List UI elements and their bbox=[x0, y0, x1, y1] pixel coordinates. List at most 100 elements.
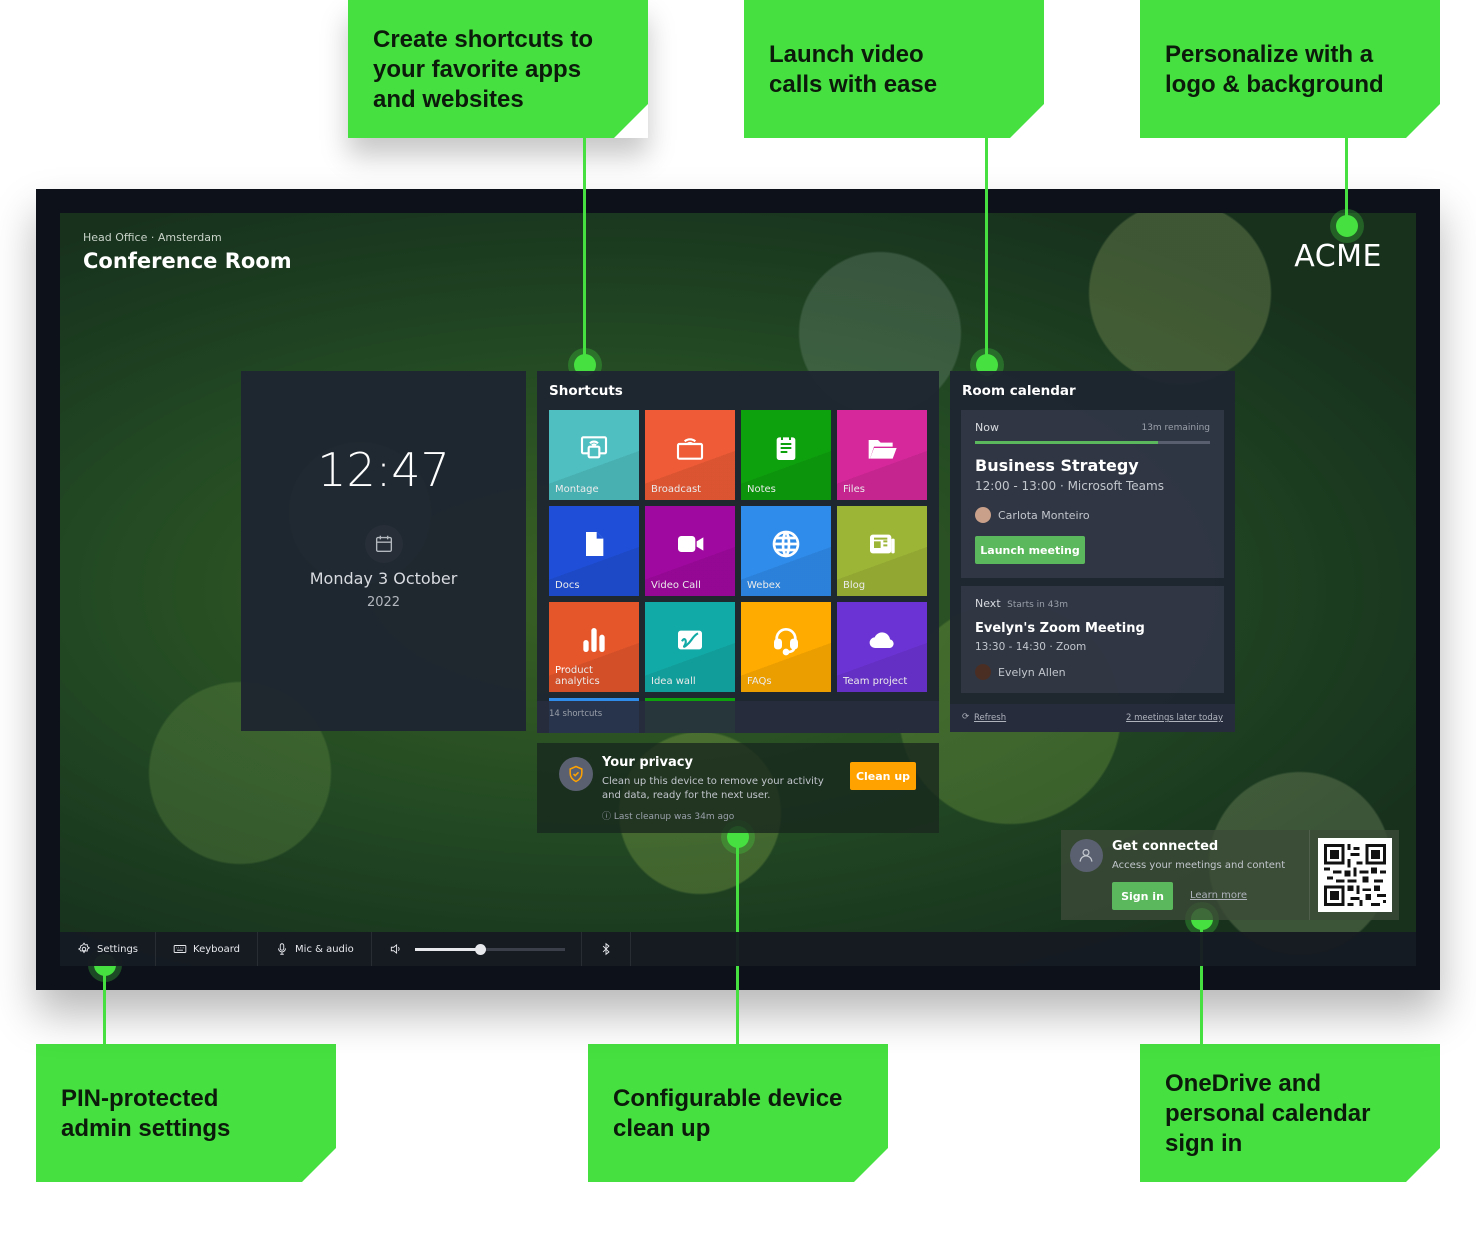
volume-slider-thumb[interactable] bbox=[474, 943, 486, 955]
tile-label: Team project bbox=[843, 676, 908, 687]
tile-label: Notes bbox=[747, 484, 776, 495]
launch-meeting-button[interactable]: Launch meeting bbox=[975, 536, 1085, 564]
room-title: Conference Room bbox=[83, 249, 292, 273]
tile-label: Files bbox=[843, 484, 865, 495]
sign-in-button[interactable]: Sign in bbox=[1112, 882, 1173, 910]
document-icon bbox=[586, 532, 604, 556]
clock-date: Monday 3 October bbox=[309, 569, 458, 588]
callout-dot bbox=[574, 354, 596, 376]
tile-label: Product analytics bbox=[555, 665, 600, 687]
shortcut-tile-notes[interactable]: Notes bbox=[741, 410, 831, 500]
brand-logo: ACME bbox=[1294, 239, 1382, 274]
connect-description: Access your meetings and content bbox=[1112, 860, 1286, 871]
settings-label: Settings bbox=[97, 943, 139, 955]
user-icon bbox=[1070, 839, 1103, 872]
broadcast-icon bbox=[676, 438, 704, 460]
notes-icon bbox=[776, 434, 796, 460]
meeting-time-platform: 12:00 - 13:00 · Microsoft Teams bbox=[975, 479, 1164, 493]
organizer: Carlota Monteiro bbox=[975, 507, 1090, 523]
keyboard-icon bbox=[173, 945, 187, 953]
tile-label: Blog bbox=[843, 580, 866, 591]
meeting-progress-bar bbox=[975, 441, 1210, 444]
tile-label: FAQs bbox=[747, 676, 772, 687]
callout-text: Personalize with a logo & background bbox=[1165, 41, 1384, 98]
info-icon: ⓘ bbox=[602, 812, 612, 822]
shortcut-tile-blog[interactable]: Blog bbox=[837, 506, 927, 596]
tile-label: Video Call bbox=[651, 580, 701, 591]
organizer-name: Carlota Monteiro bbox=[998, 508, 1090, 522]
last-cleanup-text: Last cleanup was 34m ago bbox=[613, 812, 735, 822]
video-camera-icon bbox=[678, 536, 704, 552]
volume-slider[interactable] bbox=[414, 943, 565, 955]
avatar bbox=[975, 507, 991, 523]
callout-text: Create shortcuts to your favorite apps a… bbox=[373, 26, 594, 113]
home-screen: Head Office · Amsterdam Conference Room … bbox=[60, 213, 1416, 966]
mic-audio-button[interactable]: Mic & audio bbox=[258, 932, 372, 966]
meeting-title: Evelyn's Zoom Meeting bbox=[975, 621, 1145, 636]
newspaper-icon bbox=[870, 534, 895, 554]
shortcut-tile-faqs[interactable]: FAQs bbox=[741, 602, 831, 692]
starts-in: Starts in 43m bbox=[1007, 600, 1068, 610]
callout-signin: OneDrive and personal calendar sign in bbox=[1140, 1044, 1440, 1182]
whiteboard-icon bbox=[678, 630, 702, 650]
callout-text: Configurable device clean up bbox=[613, 1085, 843, 1142]
now-label: Now bbox=[975, 421, 999, 434]
clock-panel: 12:47 Monday 3 October 2022 bbox=[241, 371, 526, 731]
privacy-description: Clean up this device to remove your acti… bbox=[602, 776, 824, 801]
location-breadcrumb: Head Office · Amsterdam bbox=[83, 231, 222, 244]
tile-label: Docs bbox=[555, 580, 580, 591]
shortcut-tile-video-call[interactable]: Video Call bbox=[645, 506, 735, 596]
meeting-title: Business Strategy bbox=[975, 456, 1139, 475]
shortcut-tile-files[interactable]: Files bbox=[837, 410, 927, 500]
tile-label: Montage bbox=[555, 484, 599, 495]
shortcuts-title: Shortcuts bbox=[549, 383, 623, 399]
callout-cleanup: Configurable device clean up bbox=[588, 1044, 888, 1182]
callout-text: Launch video calls with ease bbox=[769, 41, 938, 98]
microphone-icon bbox=[278, 943, 286, 955]
qr-code[interactable] bbox=[1318, 838, 1392, 912]
bluetooth-button[interactable] bbox=[582, 932, 631, 966]
qr-code-container bbox=[1309, 830, 1399, 920]
keyboard-button[interactable]: Keyboard bbox=[156, 932, 259, 966]
leader-line bbox=[103, 964, 106, 1044]
meeting-time-platform: 13:30 - 14:30 · Zoom bbox=[975, 641, 1087, 653]
folder-icon bbox=[868, 440, 897, 459]
privacy-panel: Your privacy Clean up this device to rem… bbox=[537, 743, 939, 833]
speaker-icon[interactable] bbox=[389, 942, 403, 956]
clean-up-button[interactable]: Clean up bbox=[850, 762, 916, 790]
meeting-platform: Microsoft Teams bbox=[1067, 479, 1164, 493]
tile-label: Broadcast bbox=[651, 484, 702, 495]
shortcut-tile-montage[interactable]: Montage bbox=[549, 410, 639, 500]
privacy-title: Your privacy bbox=[602, 755, 693, 770]
clock-time: 12:47 bbox=[317, 443, 450, 497]
shield-icon bbox=[559, 757, 593, 791]
current-meeting-card: Now 13m remaining Business Strategy 12:0… bbox=[961, 410, 1224, 578]
bluetooth-icon bbox=[602, 942, 610, 956]
organizer: Evelyn Allen bbox=[975, 664, 1066, 680]
tile-label: Webex bbox=[747, 580, 781, 591]
settings-button[interactable]: Settings bbox=[60, 932, 157, 966]
callout-branding: Personalize with a logo & background bbox=[1140, 0, 1440, 138]
mic-label: Mic & audio bbox=[295, 943, 354, 955]
shortcut-tile-docs[interactable]: Docs bbox=[549, 506, 639, 596]
cloud-icon bbox=[869, 632, 894, 649]
last-cleanup: ⓘ Last cleanup was 34m ago bbox=[602, 809, 734, 822]
shortcuts-panel: Shortcuts Montage Broadcast Notes Files … bbox=[537, 371, 939, 733]
shortcut-tile-broadcast[interactable]: Broadcast bbox=[645, 410, 735, 500]
room-calendar-panel: Room calendar Now 13m remaining Business… bbox=[950, 371, 1235, 732]
shortcut-tile-webex[interactable]: Webex bbox=[741, 506, 831, 596]
screen-share-icon bbox=[580, 436, 608, 459]
clock-year: 2022 bbox=[366, 595, 401, 610]
shortcut-tile-team-project[interactable]: Team project bbox=[837, 602, 927, 692]
leader-line bbox=[583, 138, 586, 364]
next-text: Next bbox=[975, 597, 1001, 610]
refresh-link[interactable]: Refresh bbox=[974, 713, 1007, 723]
learn-more-link[interactable]: Learn more bbox=[1190, 890, 1248, 901]
shortcut-tile-product-analytics[interactable]: Product analytics bbox=[549, 602, 639, 692]
tile-label: Idea wall bbox=[651, 676, 696, 687]
meeting-time: 12:00 - 13:00 bbox=[975, 479, 1057, 493]
calendar-title: Room calendar bbox=[962, 383, 1076, 399]
shortcut-tile-idea-wall[interactable]: Idea wall bbox=[645, 602, 735, 692]
connect-title: Get connected bbox=[1112, 839, 1219, 854]
later-meetings-link[interactable]: 2 meetings later today bbox=[1126, 713, 1223, 723]
